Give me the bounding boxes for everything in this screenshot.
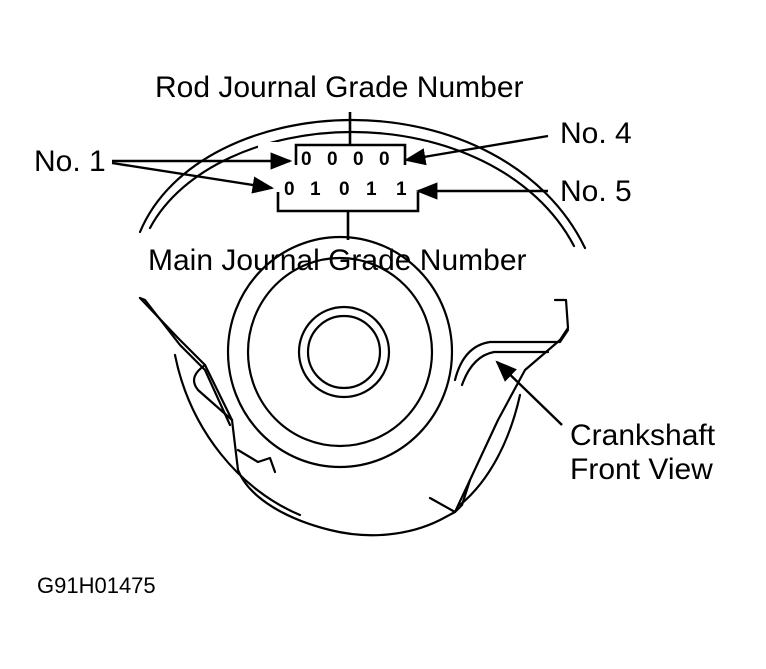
main-journal-grade-label: Main Journal Grade Number [148,244,527,277]
flange-outer-arc [138,118,587,250]
snout-mid-circle [246,256,434,448]
crankshaft-drawing [138,118,587,537]
snout-outer-circle [226,235,454,469]
main-grade-digit: 1 [366,179,377,200]
crank-web-lower-step [236,448,277,474]
no1-main-arrow [111,161,275,194]
no4-label: No. 4 [560,117,632,150]
no1-label: No. 1 [34,145,106,178]
code-area-background [258,142,428,214]
rod-grade-digit: 0 [301,149,312,170]
rod-grade-digit: 0 [353,149,364,170]
crank-web-right-step [428,478,472,514]
snout-bore-inner [306,314,382,390]
rod-grade-digit: 0 [379,149,390,170]
flange-lower-arc [173,353,302,517]
top-label-background [150,70,570,104]
keyway-inner [460,350,550,387]
main-grade-digit: 1 [396,179,407,200]
main-grade-digit: 1 [310,179,321,200]
crank-web-shoulder [192,363,234,422]
main-grade-digit: 0 [339,179,350,200]
main-grade-digit: 0 [284,179,295,200]
crankshaft-arrow [495,360,563,426]
rod-grade-digit: 0 [327,149,338,170]
crank-web-left-edge [138,296,232,427]
no5-label: No. 5 [560,175,632,208]
front-view-label: Front View [570,453,713,486]
no4-arrow [403,134,549,166]
flange-lower-arc-right [458,393,522,507]
keyway-slot [453,328,570,382]
callout-arrows [111,134,563,426]
crankshaft-label: Crankshaft [570,419,716,452]
crank-web-outline [138,296,570,537]
rod-journal-grade-label: Rod Journal Grade Number [155,71,524,104]
figure-id-label: G91H01475 [37,573,156,598]
flange-inner-arc [148,130,576,248]
snout-bore-outer [297,305,391,399]
